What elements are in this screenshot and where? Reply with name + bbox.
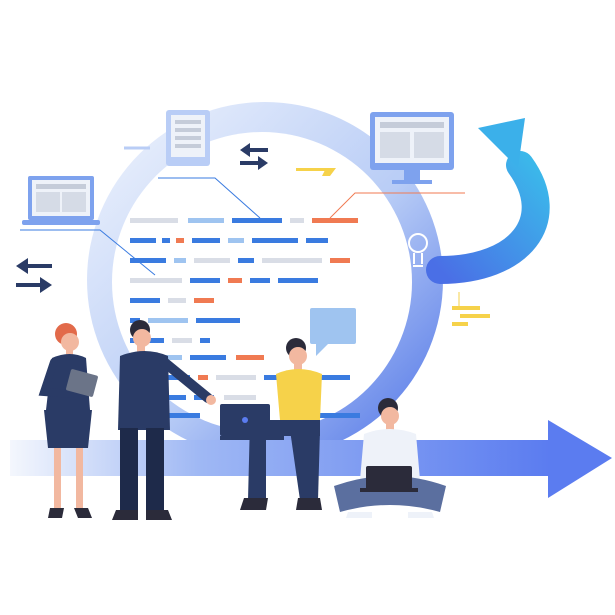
man-cross-legged-with-laptop — [334, 398, 446, 518]
speech-bubble-icon — [310, 308, 356, 356]
monitor-icon — [370, 112, 454, 184]
swap-arrows-icon — [16, 258, 52, 293]
code-lines — [130, 218, 360, 418]
lightbulb-icon — [408, 233, 428, 267]
cycle-arrow-icon — [426, 118, 550, 284]
decorative-accents — [296, 168, 490, 326]
laptop-icon — [22, 176, 100, 225]
forward-arrow-icon — [10, 420, 612, 498]
man-pointing — [112, 320, 216, 520]
tablet-icon — [166, 110, 210, 166]
swap-arrows-icon — [240, 143, 268, 170]
woman-with-tablet — [38, 323, 98, 518]
connector-lines — [20, 146, 465, 276]
man-sitting-with-laptop — [220, 338, 322, 510]
